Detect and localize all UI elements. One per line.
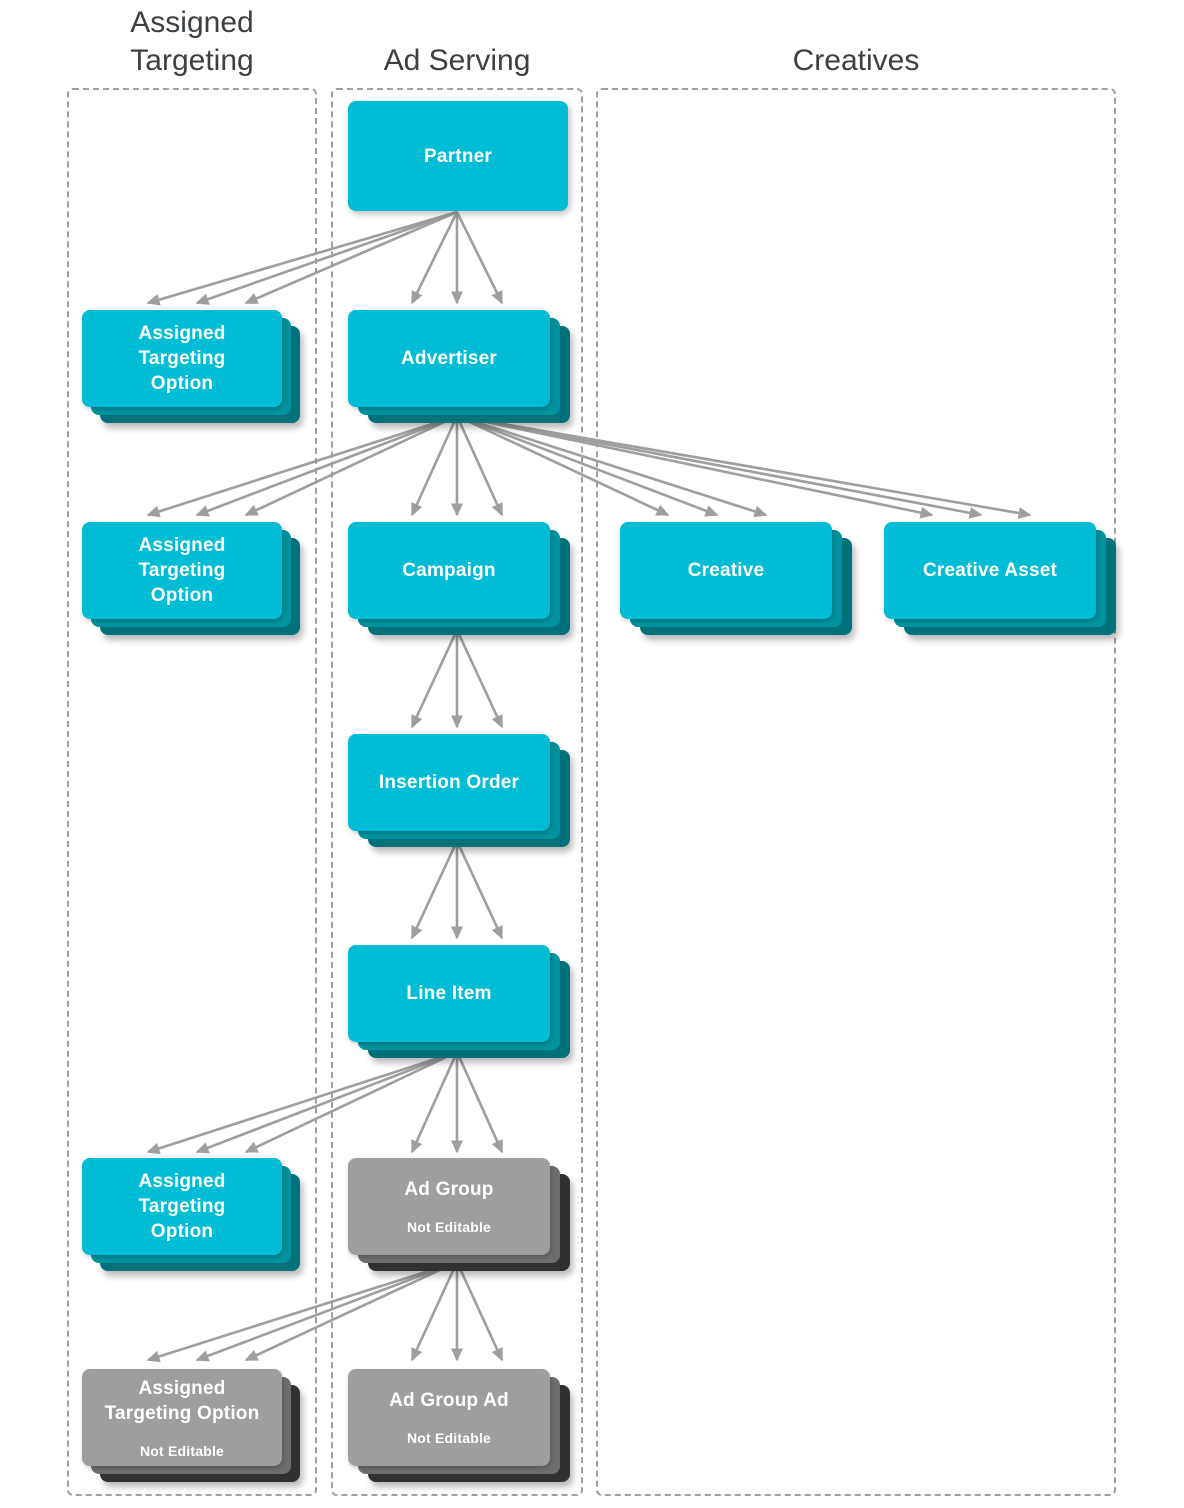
node-card[interactable]: Insertion Order — [348, 734, 550, 831]
node-partner-label: Partner — [424, 145, 492, 167]
node-label: Insertion Order — [378, 772, 520, 793]
lane-assigned-targeting — [67, 88, 317, 1496]
node-editability-note: Not Editable — [406, 1219, 492, 1235]
node-card[interactable]: Assigned Targeting Option — [82, 522, 282, 619]
node-ad-group-ad[interactable]: Ad Group Ad Not Editable — [348, 1369, 570, 1485]
node-label: Creative — [687, 560, 765, 581]
node-editability-note: Not Editable — [406, 1430, 492, 1446]
node-card[interactable]: Assigned Targeting Option Not Editable — [82, 1369, 282, 1466]
node-card[interactable]: Assigned Targeting Option — [82, 310, 282, 407]
node-insertion-order[interactable]: Insertion Order — [348, 734, 570, 850]
node-assigned-targeting-option-advertiser[interactable]: Assigned Targeting Option — [82, 522, 302, 638]
node-partner-card[interactable]: Partner — [348, 101, 568, 211]
node-card[interactable]: Advertiser — [348, 310, 550, 407]
node-label: Creative Asset — [922, 560, 1058, 581]
node-partner[interactable]: Partner — [348, 101, 568, 213]
node-assigned-targeting-option-partner[interactable]: Assigned Targeting Option — [82, 310, 302, 426]
node-card[interactable]: Creative Asset — [884, 522, 1096, 619]
node-card[interactable]: Assigned Targeting Option — [82, 1158, 282, 1255]
node-label: Assigned Targeting Option — [104, 1377, 260, 1424]
node-card[interactable]: Line Item — [348, 945, 550, 1042]
node-card[interactable]: Campaign — [348, 522, 550, 619]
node-label: Campaign — [402, 560, 496, 581]
node-assigned-targeting-option-ad-group[interactable]: Assigned Targeting Option Not Editable — [82, 1369, 302, 1485]
node-campaign[interactable]: Campaign — [348, 522, 570, 638]
node-label: Advertiser — [401, 348, 497, 369]
node-label: Line Item — [406, 983, 492, 1004]
node-creative[interactable]: Creative — [620, 522, 852, 638]
node-card[interactable]: Ad Group Ad Not Editable — [348, 1369, 550, 1466]
node-creative-asset[interactable]: Creative Asset — [884, 522, 1116, 638]
node-advertiser[interactable]: Advertiser — [348, 310, 570, 426]
lane-creatives — [596, 88, 1116, 1496]
column-header-creatives: Creatives — [792, 44, 920, 77]
node-label: Ad Group Ad — [389, 1390, 509, 1411]
node-ad-group[interactable]: Ad Group Not Editable — [348, 1158, 570, 1274]
lane-ad-serving — [331, 88, 583, 1496]
node-assigned-targeting-option-line-item[interactable]: Assigned Targeting Option — [82, 1158, 302, 1274]
node-label: Assigned Targeting Option — [138, 1171, 226, 1242]
node-label: Assigned Targeting Option — [138, 535, 226, 606]
node-editability-note: Not Editable — [139, 1442, 225, 1459]
node-card[interactable]: Creative — [620, 522, 832, 619]
column-header-ad-serving: Ad Serving — [383, 44, 531, 77]
node-label: Ad Group — [404, 1179, 494, 1200]
node-card[interactable]: Ad Group Not Editable — [348, 1158, 550, 1255]
node-label: Assigned Targeting Option — [138, 323, 226, 394]
column-header-assigned-targeting: Assigned Targeting — [130, 6, 254, 77]
node-line-item[interactable]: Line Item — [348, 945, 570, 1061]
